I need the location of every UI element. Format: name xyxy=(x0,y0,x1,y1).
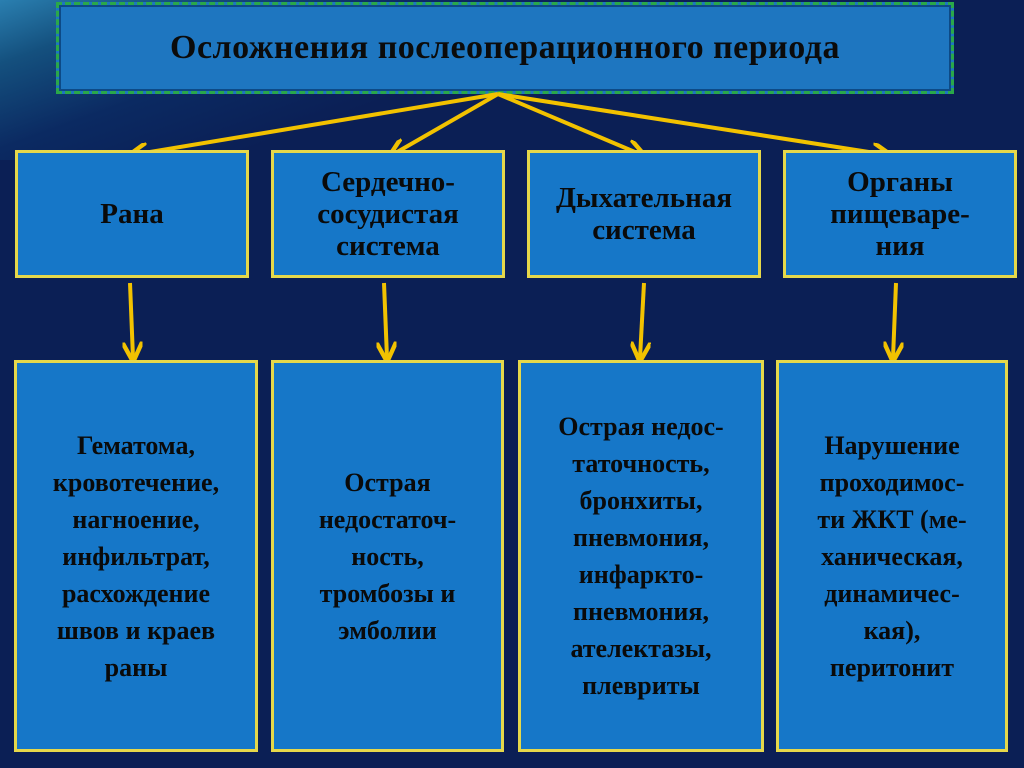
category-heading-wound: Рана xyxy=(100,198,164,230)
category-heading-respiratory: Дыхательная система xyxy=(555,182,733,246)
category-heading-digestive: Органы пищеваре- ния xyxy=(830,166,970,262)
details-cardiovascular: Острая недостаточ- ность, тромбозы и эмб… xyxy=(318,467,457,645)
details-respiratory: Острая недос- таточность, бронхиты, пнев… xyxy=(558,412,724,700)
details-box-wound: Гематома, кровотечение, нагноение, инфил… xyxy=(14,360,258,752)
details-box-cardiovascular: Острая недостаточ- ность, тромбозы и эмб… xyxy=(271,360,504,752)
category-box-cardiovascular: Сердечно- сосудистая система xyxy=(271,150,505,278)
details-wound: Гематома, кровотечение, нагноение, инфил… xyxy=(52,430,220,682)
details-box-digestive: Нарушение проходимос- ти ЖКТ (ме- ханиче… xyxy=(776,360,1008,752)
details-digestive: Нарушение проходимос- ти ЖКТ (ме- ханиче… xyxy=(817,430,967,682)
category-heading-cardiovascular: Сердечно- сосудистая система xyxy=(317,166,459,262)
arrow-title-to-cardio xyxy=(392,92,499,155)
arrow-digest-down xyxy=(893,282,896,358)
details-box-respiratory: Острая недос- таточность, бронхиты, пнев… xyxy=(518,360,764,752)
arrow-resp-down xyxy=(640,282,644,358)
title-box: Осложнения послеоперационного периода xyxy=(56,2,954,94)
category-box-respiratory: Дыхательная система xyxy=(527,150,761,278)
arrow-wound-down xyxy=(130,282,133,358)
category-box-digestive: Органы пищеваре- ния xyxy=(783,150,1017,278)
arrow-title-to-digest xyxy=(497,92,888,155)
arrow-title-to-wound xyxy=(132,92,499,155)
arrow-title-to-resp xyxy=(497,92,642,155)
diagram-title: Осложнения послеоперационного периода xyxy=(170,29,840,66)
category-box-wound: Рана xyxy=(15,150,249,278)
arrow-cardio-down xyxy=(384,282,387,358)
